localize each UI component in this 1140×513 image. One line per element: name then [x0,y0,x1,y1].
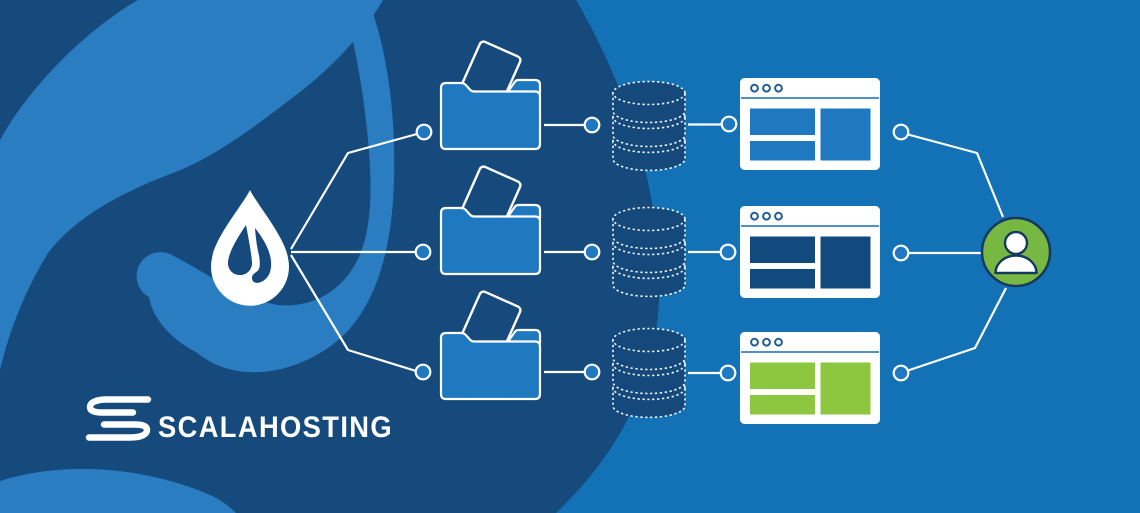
drupal-drop-icon [211,190,289,306]
scalahosting-s-icon [85,396,152,441]
connector-node [583,116,601,134]
connector-node [583,243,601,261]
swirl-corner-tail [0,468,236,513]
user-icon [980,216,1052,288]
connector-node [414,363,432,381]
connector-node [892,123,910,141]
scalahosting-logo: SCALAHOSTING [85,396,393,444]
connector-node [892,364,910,382]
user-head [1003,230,1029,256]
user-line-top [907,133,1005,218]
browser-window-icon [739,331,881,425]
browser-window-icon [739,77,881,171]
database-icon [612,327,686,419]
connector-node [719,243,737,261]
connector-node [719,364,737,382]
database-icon [612,80,686,172]
swirl-upper-band [0,0,383,370]
connector-node [415,123,433,141]
connector-node [720,115,738,133]
user-line-bottom [907,287,1007,372]
branch-line-top [290,132,418,250]
user-shoulders [994,254,1038,275]
browser-window-icon [739,205,881,299]
connector-node [583,363,601,381]
site-rows [439,39,881,425]
branch-line-bottom [290,254,417,373]
connector-node [414,243,432,261]
swirl-inner-arm [136,0,395,373]
connector-node [892,244,910,262]
connector-lines [290,123,1007,375]
database-icon [612,206,686,298]
wordmark-text: SCALAHOSTING [158,411,393,444]
